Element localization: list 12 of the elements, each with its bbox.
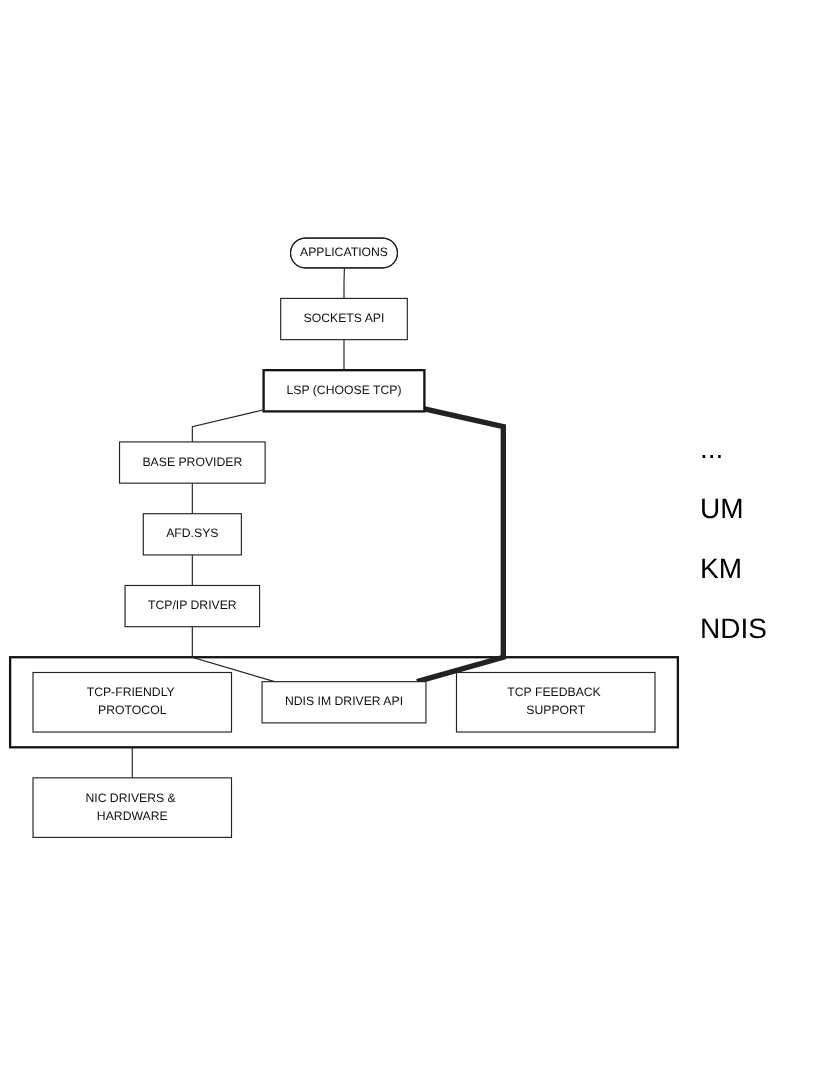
connector xyxy=(191,481,193,514)
connector xyxy=(131,746,133,778)
note-label: UM xyxy=(700,491,746,523)
note-label: KM xyxy=(700,551,744,583)
connector xyxy=(191,553,193,586)
connector xyxy=(191,408,265,442)
connector xyxy=(343,266,345,299)
connector xyxy=(343,338,345,370)
cluster xyxy=(8,655,680,748)
note-label: ... xyxy=(700,431,726,463)
note-label: NDIS xyxy=(700,611,769,643)
connector xyxy=(416,405,506,684)
